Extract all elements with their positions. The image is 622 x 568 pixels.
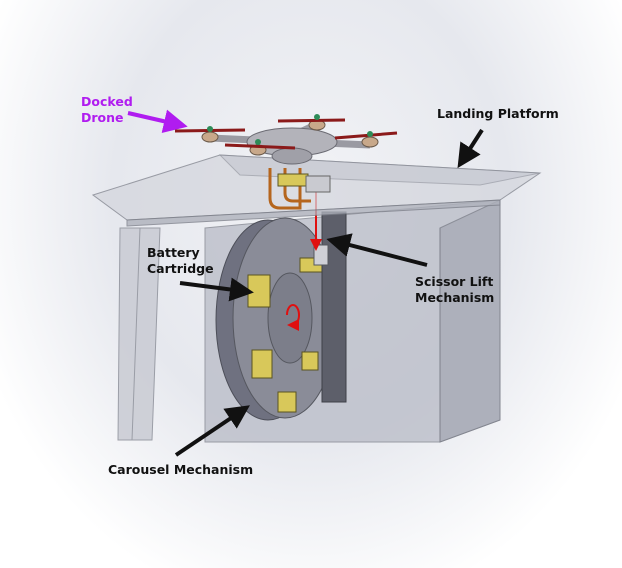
battery-cartridge xyxy=(251,349,273,379)
drone xyxy=(174,114,398,210)
battery-cartridge xyxy=(301,351,319,371)
label-line: Cartridge xyxy=(147,261,214,276)
label-line: Battery xyxy=(147,245,200,260)
docked-drone-label: Docked Drone xyxy=(81,94,133,126)
battery-cartridge-label: Battery Cartridge xyxy=(147,245,214,277)
carousel-mechanism xyxy=(215,217,338,421)
support-leg xyxy=(117,227,161,441)
scissor-lift-label: Scissor Lift Mechanism xyxy=(415,274,494,306)
drone-callout-arrow xyxy=(127,109,188,134)
carousel-label: Carousel Mechanism xyxy=(108,462,254,477)
landing-platform-label: Landing Platform xyxy=(437,106,559,121)
battery-cartridge xyxy=(247,274,271,308)
battery-callout-arrow xyxy=(179,277,254,302)
battery-cartridge xyxy=(277,391,297,413)
label-line: Drone xyxy=(81,110,124,125)
label-line: Mechanism xyxy=(415,290,495,305)
label-line: Docked xyxy=(81,94,133,109)
rotation-arrow xyxy=(286,304,300,331)
lift-callout-arrow xyxy=(326,233,428,267)
carousel-callout-arrow xyxy=(174,405,250,457)
label-line: Scissor Lift xyxy=(415,274,494,289)
platform-callout-arrow xyxy=(457,128,484,169)
